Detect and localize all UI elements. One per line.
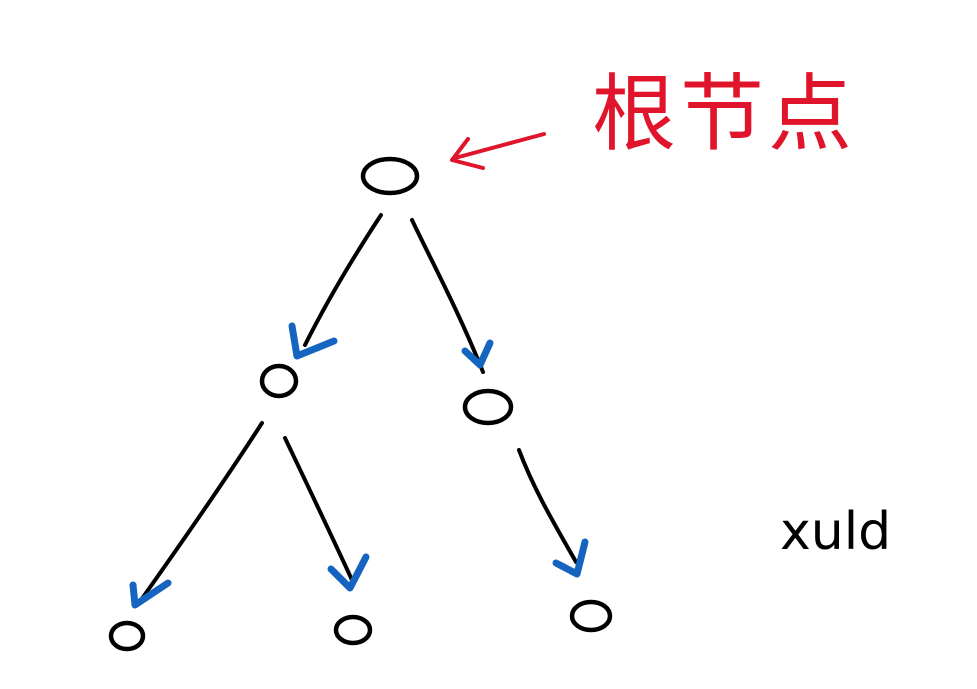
tree-edges: [139, 213, 578, 602]
root-arrow-head: [450, 137, 485, 170]
arrowhead-left-left: [129, 579, 172, 609]
root-annotation-arrow: [450, 132, 546, 170]
edge-left-left-left: [139, 421, 264, 602]
node-right-child: [569, 599, 613, 633]
edge-root-left: [303, 213, 383, 347]
node-left: [259, 363, 299, 399]
node-root: [360, 156, 420, 196]
edge-root-right: [410, 218, 485, 374]
signature-text: xuld: [780, 502, 892, 562]
arrowhead-left-right: [327, 553, 370, 592]
edge-left-left-right: [283, 436, 354, 582]
edge-arrowheads: [129, 322, 589, 609]
arrowhead-left: [288, 322, 338, 360]
tree-nodes: [108, 156, 613, 652]
arrowhead-right: [461, 339, 494, 369]
root-node-label: 根节点: [592, 65, 857, 163]
node-left-right: [333, 614, 373, 646]
arrowhead-right-child: [552, 538, 589, 578]
edge-right-right-child: [517, 448, 578, 564]
node-left-left: [108, 620, 146, 652]
node-right: [462, 388, 514, 426]
root-arrow-shaft: [453, 132, 546, 160]
